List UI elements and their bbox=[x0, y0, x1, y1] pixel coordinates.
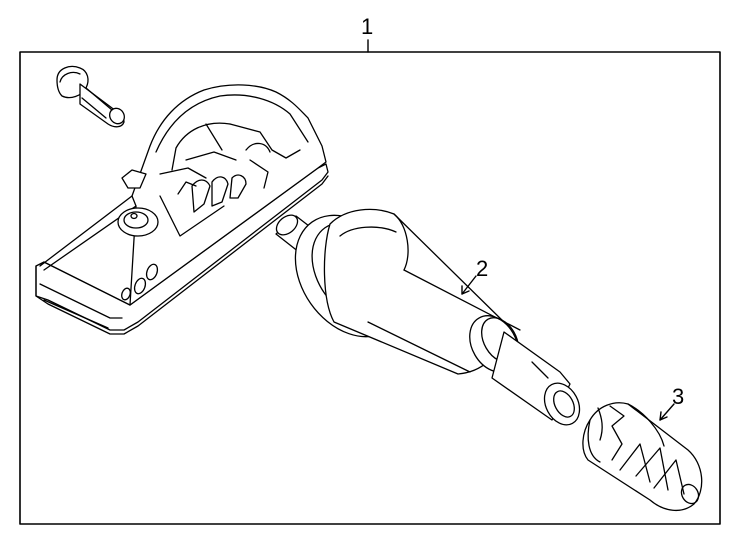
valve-stem bbox=[275, 208, 581, 426]
diagram-frame bbox=[19, 51, 721, 525]
callout-3-arrow bbox=[659, 403, 675, 421]
callout-2-arrow bbox=[461, 275, 477, 295]
callout-arrows bbox=[461, 275, 675, 421]
valve-cap bbox=[582, 402, 703, 511]
callout-label-1: 1 bbox=[361, 14, 374, 39]
tpms-sensor bbox=[35, 84, 329, 335]
callout-label-3: 3 bbox=[672, 384, 685, 409]
screw bbox=[56, 65, 125, 128]
callout-label-2: 2 bbox=[476, 256, 489, 281]
